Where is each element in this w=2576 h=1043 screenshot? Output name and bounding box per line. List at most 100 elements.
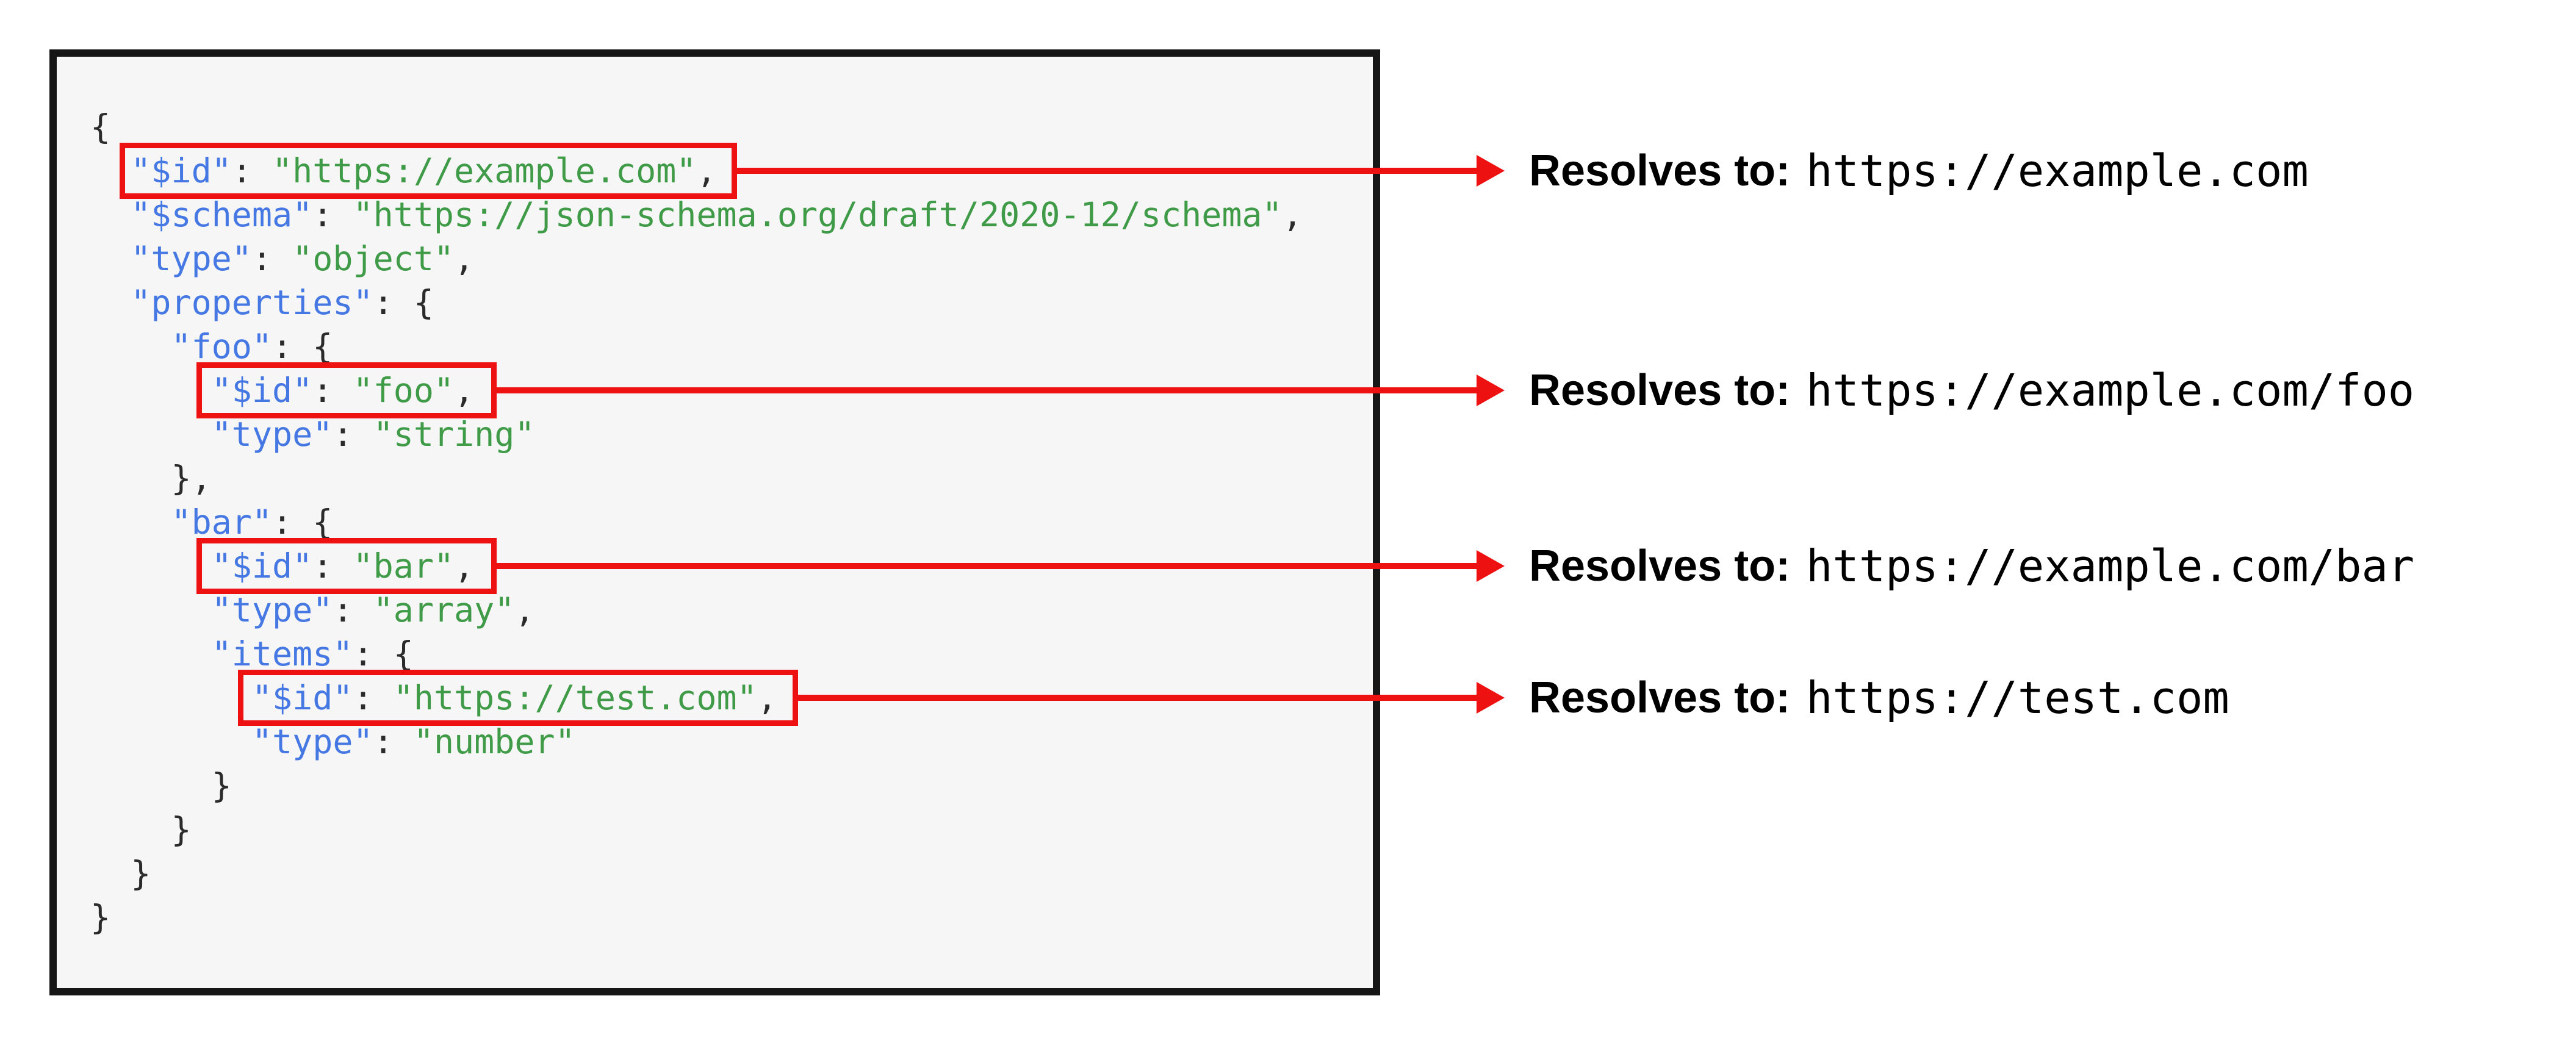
code-token-pun: : bbox=[251, 239, 293, 278]
code-token-str: "string" bbox=[373, 415, 535, 454]
arrow-shaft bbox=[497, 563, 1478, 569]
code-token-pun: : bbox=[312, 371, 353, 410]
code-line: "bar": { bbox=[90, 500, 1303, 544]
code-token-key: "$id" bbox=[211, 371, 313, 410]
code-line: } bbox=[90, 764, 1303, 808]
code-token-key: "properties" bbox=[131, 283, 373, 322]
code-line: "items": { bbox=[90, 632, 1303, 676]
code-token-pun: : bbox=[353, 678, 394, 717]
arrow-head-icon bbox=[1477, 550, 1505, 582]
code-token-pun: : bbox=[333, 590, 373, 629]
arrow-head-icon bbox=[1477, 155, 1505, 187]
code-token-key: "type" bbox=[211, 590, 333, 629]
code-token-str: "foo" bbox=[353, 371, 455, 410]
code-token-key: "$id" bbox=[251, 678, 353, 717]
code-token-str: "number" bbox=[413, 722, 575, 761]
code-token-str: "bar" bbox=[353, 547, 455, 586]
code-token-pun: , bbox=[454, 547, 475, 586]
code-line: } bbox=[90, 851, 1303, 895]
code-token-key: "bar" bbox=[171, 503, 273, 542]
code-token-pun: , bbox=[454, 371, 475, 410]
code-block: { "$id": "https://example.com", "$schema… bbox=[90, 105, 1303, 939]
code-token-key: "type" bbox=[211, 415, 333, 454]
code-token-str: "https://example.com" bbox=[272, 151, 697, 190]
arrow-shaft bbox=[737, 168, 1478, 174]
code-token-key: "foo" bbox=[171, 327, 273, 366]
arrow-connector-3 bbox=[497, 550, 1505, 582]
code-token-pun: : bbox=[333, 415, 373, 454]
code-line: }, bbox=[90, 456, 1303, 500]
code-token-pun bbox=[90, 634, 212, 673]
code-token-key: "type" bbox=[131, 239, 252, 278]
resolves-to-label: Resolves to: bbox=[1529, 366, 1791, 415]
code-token-pun: : bbox=[231, 151, 273, 190]
arrow-connector-4 bbox=[798, 682, 1505, 714]
code-token-pun: : { bbox=[272, 327, 333, 366]
resolved-url: https://example.com/bar bbox=[1806, 540, 2415, 592]
code-token-pun bbox=[90, 195, 131, 234]
annotation-1: Resolves to: https://example.com bbox=[1529, 137, 2309, 204]
code-token-pun: , bbox=[696, 151, 717, 190]
code-line: "type": "string" bbox=[90, 412, 1303, 456]
arrow-connector-1 bbox=[737, 155, 1505, 187]
code-token-pun bbox=[90, 547, 212, 586]
code-token-pun: , bbox=[514, 590, 535, 629]
code-token-key: "$schema" bbox=[131, 195, 313, 234]
resolves-to-label: Resolves to: bbox=[1529, 542, 1791, 590]
code-token-pun: { bbox=[90, 107, 111, 146]
code-line-highlighted: "$id": "foo", bbox=[90, 368, 1303, 412]
resolves-to-label: Resolves to: bbox=[1529, 146, 1791, 195]
resolved-url: https://test.com bbox=[1806, 672, 2229, 723]
code-line: "type": "object", bbox=[90, 237, 1303, 281]
code-token-str: "array" bbox=[373, 590, 515, 629]
arrow-head-icon bbox=[1477, 375, 1505, 406]
code-token-pun: , bbox=[454, 239, 475, 278]
code-line: { bbox=[90, 105, 1303, 149]
code-token-pun bbox=[90, 722, 252, 761]
code-token-pun bbox=[90, 283, 131, 322]
code-token-pun: } bbox=[90, 898, 111, 937]
highlight-box-bar-id bbox=[196, 538, 497, 594]
code-token-pun: } bbox=[90, 810, 192, 849]
code-token-pun bbox=[90, 415, 212, 454]
code-token-str: "https://json-schema.org/draft/2020-12/s… bbox=[353, 195, 1283, 234]
arrow-connector-2 bbox=[497, 375, 1505, 406]
resolves-to-label: Resolves to: bbox=[1529, 673, 1791, 722]
code-token-pun: } bbox=[90, 854, 151, 893]
code-token-pun: : { bbox=[353, 634, 414, 673]
highlight-box-items-id bbox=[238, 670, 798, 726]
code-line-highlighted: "$id": "https://test.com", bbox=[90, 676, 1303, 720]
code-line: "$schema": "https://json-schema.org/draf… bbox=[90, 193, 1303, 237]
code-line: "type": "number" bbox=[90, 720, 1303, 764]
code-token-pun bbox=[90, 503, 171, 542]
code-token-str: "object" bbox=[292, 239, 455, 278]
highlight-box-root-id bbox=[120, 143, 737, 199]
code-token-pun: : bbox=[312, 195, 353, 234]
annotation-4: Resolves to: https://test.com bbox=[1529, 664, 2229, 731]
code-panel: { "$id": "https://example.com", "$schema… bbox=[49, 49, 1380, 995]
annotation-3: Resolves to: https://example.com/bar bbox=[1529, 532, 2414, 600]
code-line: "type": "array", bbox=[90, 588, 1303, 632]
code-token-pun bbox=[90, 590, 212, 629]
code-token-pun: , bbox=[757, 678, 777, 717]
arrow-head-icon bbox=[1477, 682, 1505, 714]
code-line: } bbox=[90, 895, 1303, 939]
highlight-box-foo-id bbox=[196, 362, 497, 418]
annotation-2: Resolves to: https://example.com/foo bbox=[1529, 357, 2414, 424]
code-token-key: "type" bbox=[251, 722, 373, 761]
code-token-key: "items" bbox=[211, 634, 353, 673]
code-token-key: "$id" bbox=[211, 547, 313, 586]
code-line-highlighted: "$id": "https://example.com", bbox=[90, 149, 1303, 193]
code-token-pun bbox=[90, 239, 131, 278]
resolved-url: https://example.com bbox=[1806, 145, 2309, 196]
resolved-url: https://example.com/foo bbox=[1806, 365, 2415, 416]
code-token-pun: }, bbox=[90, 459, 212, 498]
code-token-pun: : { bbox=[373, 283, 434, 322]
code-token-pun: , bbox=[1282, 195, 1303, 234]
code-token-key: "$id" bbox=[131, 151, 232, 190]
code-token-pun: : { bbox=[272, 503, 333, 542]
code-line-highlighted: "$id": "bar", bbox=[90, 544, 1303, 588]
code-line: "foo": { bbox=[90, 324, 1303, 368]
code-token-pun bbox=[90, 327, 171, 366]
